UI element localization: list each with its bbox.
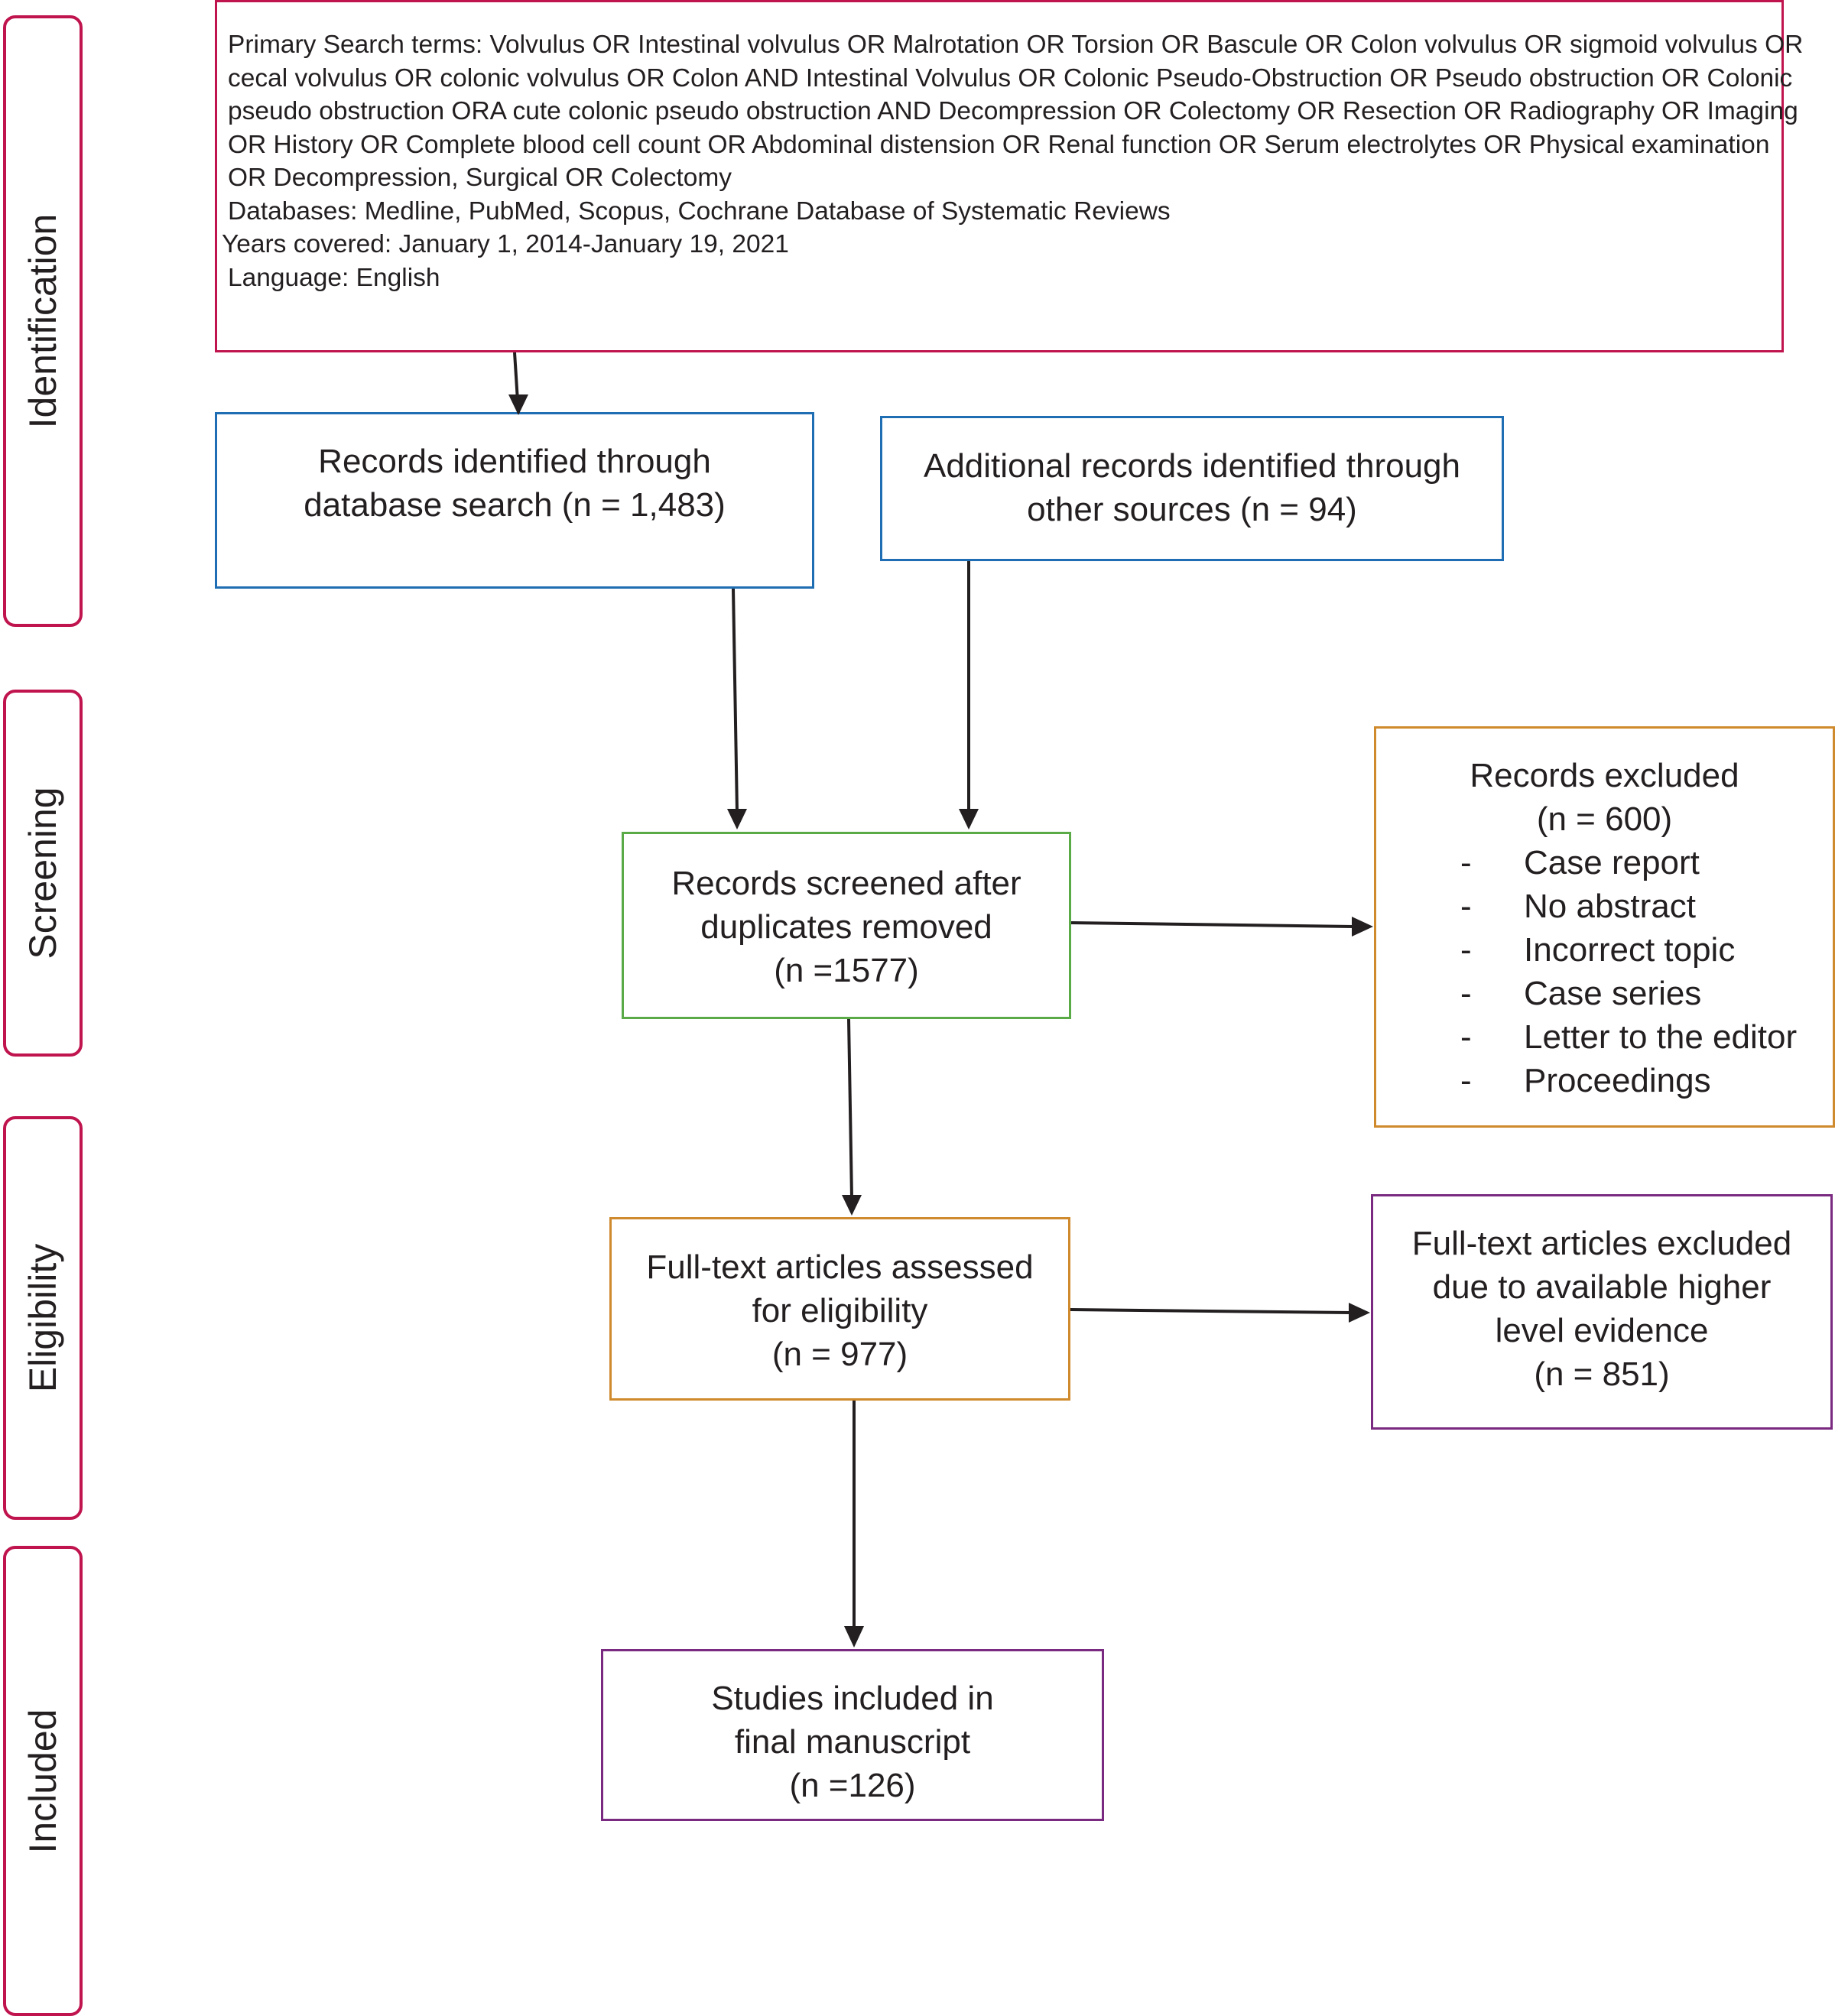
search-terms-text: Primary Search terms: Volvulus OR Intest… — [222, 28, 1804, 294]
search-terms-box: Primary Search terms: Volvulus OR Intest… — [215, 0, 1803, 352]
exclusion-reason: - Incorrect topic — [1376, 928, 1833, 972]
bullet-dash: - — [1460, 1062, 1472, 1099]
database-records-line1: Records identified through — [318, 443, 711, 480]
arrow-database-to-screened — [732, 588, 739, 813]
exclusion-reason-text: Proceedings — [1524, 1062, 1711, 1099]
search-line: pseudo obstruction ORA cute colonic pseu… — [228, 97, 1798, 125]
exclusion-reason: - No abstract — [1376, 885, 1833, 928]
arrow-screened-to-excluded — [1070, 921, 1354, 928]
screened-line1: Records screened after — [671, 865, 1021, 902]
bullet-dash: - — [1460, 844, 1472, 881]
other-records-box: Additional records identified through ot… — [880, 416, 1504, 561]
exclusion-reason-text: Incorrect topic — [1524, 931, 1736, 969]
exclusion-reason-text: No abstract — [1524, 888, 1696, 925]
arrowhead — [508, 394, 528, 415]
records-screened-box: Records screened after duplicates remove… — [622, 832, 1071, 1019]
screened-line2: duplicates removed — [700, 908, 992, 946]
exclusion-reason-text: Case report — [1524, 844, 1700, 881]
assessed-count: (n = 977) — [771, 1336, 908, 1373]
arrowhead — [1352, 917, 1373, 937]
arrow-screened-to-assessed — [847, 1018, 853, 1199]
search-line: Primary Search terms: Volvulus OR Intest… — [228, 31, 1804, 59]
database-records-line2: database search (n = 1,483) — [304, 486, 726, 524]
exclusion-reason-text: Case series — [1524, 975, 1702, 1012]
fulltext-excluded-count: (n = 851) — [1534, 1355, 1670, 1393]
records-excluded-box: Records excluded (n = 600) - Case report … — [1374, 726, 1835, 1128]
included-count: (n =126) — [789, 1767, 916, 1804]
studies-included-box: Studies included in final manuscript (n … — [601, 1649, 1104, 1821]
exclusion-reasons-list: - Case report - No abstract - Incorrect top… — [1376, 841, 1833, 1102]
stage-eligibility: Eligibility — [3, 1116, 83, 1520]
arrow-assessed-to-fulltext-excluded — [1070, 1308, 1351, 1314]
arrowhead — [842, 1195, 862, 1216]
exclusion-reason: - Case report — [1376, 841, 1833, 885]
records-excluded-title: Records excluded — [1470, 757, 1739, 794]
assessed-line2: for eligibility — [752, 1292, 928, 1329]
search-line: cecal volvulus OR colonic volvulus OR Co… — [228, 63, 1793, 93]
records-excluded-count: (n = 600) — [1536, 800, 1673, 838]
exclusion-reason-text: Letter to the editor — [1524, 1018, 1798, 1056]
bullet-dash: - — [1460, 888, 1472, 925]
language-line: Language: English — [228, 263, 440, 292]
screened-count: (n =1577) — [774, 952, 919, 989]
fulltext-excluded-line3: level evidence — [1495, 1312, 1709, 1349]
exclusion-reason: - Letter to the editor — [1376, 1015, 1833, 1059]
search-line: OR Decompression, Surgical OR Colectomy — [228, 164, 732, 192]
search-line: OR History OR Complete blood cell count … — [228, 130, 1770, 159]
fulltext-excluded-line2: due to available higher — [1432, 1268, 1772, 1306]
databases-line: Databases: Medline, PubMed, Scopus, Coch… — [228, 196, 1171, 226]
fulltext-assessed-box: Full-text articles assessed for eligibil… — [609, 1217, 1070, 1401]
arrowhead — [727, 809, 747, 829]
stage-screening: Screening — [3, 690, 83, 1057]
stage-identification: Identification — [3, 15, 83, 627]
included-line2: final manuscript — [734, 1723, 971, 1761]
arrowhead — [1349, 1303, 1370, 1323]
years-covered-line: Years covered: January 1, 2014-January 1… — [222, 230, 789, 258]
assessed-line1: Full-text articles assessed — [646, 1248, 1034, 1286]
stage-included: Included — [3, 1546, 83, 2016]
fulltext-excluded-line1: Full-text articles excluded — [1411, 1225, 1792, 1262]
included-line1: Studies included in — [711, 1680, 994, 1717]
bullet-dash: - — [1460, 975, 1472, 1012]
arrowhead — [844, 1626, 864, 1648]
fulltext-excluded-box: Full-text articles excluded due to avail… — [1371, 1194, 1833, 1430]
other-records-line2: other sources (n = 94) — [1027, 491, 1357, 528]
bullet-dash: - — [1460, 1018, 1472, 1056]
database-records-box: Records identified through database sear… — [215, 412, 814, 589]
exclusion-reason: - Proceedings — [1376, 1059, 1833, 1102]
other-records-line1: Additional records identified through — [923, 447, 1460, 485]
arrowhead — [959, 809, 979, 829]
exclusion-reason: - Case series — [1376, 972, 1833, 1015]
bullet-dash: - — [1460, 931, 1472, 969]
